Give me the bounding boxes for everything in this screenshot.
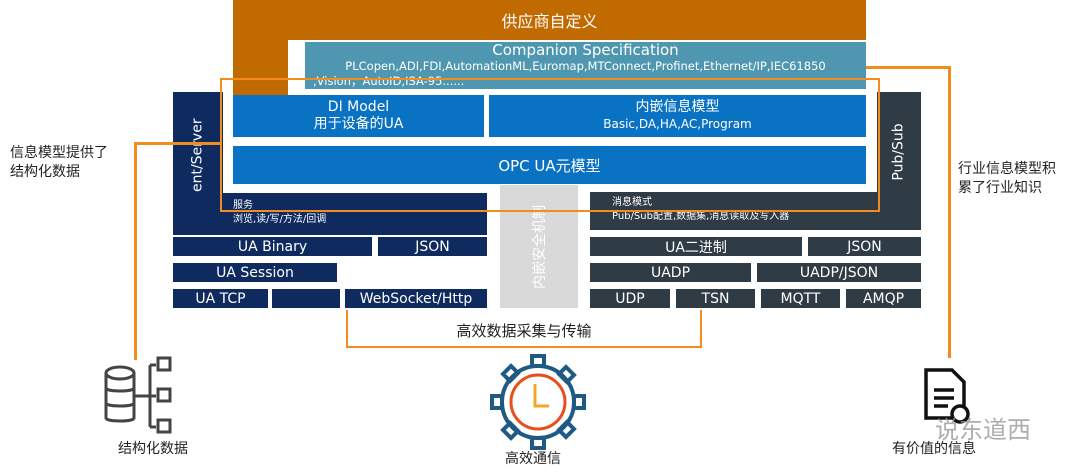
services-desc: 浏览,读/写/方法/回调 <box>233 214 327 225</box>
left-note: 信息模型提供了 结构化数据 <box>10 144 108 182</box>
builtin-info-model: 内嵌信息模型 Basic,DA,HA,AC,Program <box>489 95 866 137</box>
json-left: JSON <box>378 237 487 256</box>
pub-sub-label: Pub/Sub <box>891 123 908 181</box>
efficient-comm-label: 高效通信 <box>505 451 561 467</box>
udp: UDP <box>590 289 670 308</box>
blank-transport <box>272 289 340 308</box>
right-note-line2: 累了行业知识 <box>958 180 1042 196</box>
database-tree-icon <box>104 356 172 434</box>
di-model-subtitle: 用于设备的UA <box>313 116 404 132</box>
left-note-line2: 结构化数据 <box>10 164 80 180</box>
left-connector-v <box>134 142 137 360</box>
ua-tcp: UA TCP <box>173 289 268 308</box>
right-connector-v <box>948 66 951 358</box>
transport-bracket <box>346 310 702 348</box>
companion-specification: Companion Specification PLCopen,ADI,FDI,… <box>305 42 866 89</box>
tsn: TSN <box>676 289 755 308</box>
companion-line1: PLCopen,ADI,FDI,AutomationML,Euromap,MTC… <box>345 59 826 73</box>
builtin-model-subtitle: Basic,DA,HA,AC,Program <box>603 117 752 131</box>
document-check-icon <box>924 368 970 424</box>
left-connector-h <box>134 142 222 145</box>
gear-clock-icon <box>490 354 586 450</box>
services-box: 服务 浏览,读/写/方法/回调 <box>173 193 487 235</box>
websocket-http: WebSocket/Http <box>345 289 487 308</box>
builtin-model-title: 内嵌信息模型 <box>635 99 720 115</box>
right-note-line1: 行业信息模型积 <box>958 161 1056 177</box>
bracket-label: 高效数据采集与传输 <box>456 322 592 340</box>
mqtt: MQTT <box>761 289 840 308</box>
di-model: DI Model 用于设备的UA <box>233 95 484 137</box>
json-right: JSON <box>808 237 921 256</box>
companion-line2: ,Vision，AutoID,ISA-95...... <box>313 74 465 88</box>
services-title: 服务 <box>233 200 253 211</box>
right-connector-h <box>866 66 950 69</box>
vendor-header: 供应商自定义 <box>233 0 866 40</box>
messaging-title: 消息模式 <box>612 197 652 208</box>
amqp: AMQP <box>846 289 921 308</box>
left-note-line1: 信息模型提供了 <box>10 145 108 161</box>
uadp-json: UADP/JSON <box>757 263 921 282</box>
opc-ua-meta-model: OPC UA元模型 <box>233 146 866 184</box>
right-note: 行业信息模型积 累了行业知识 <box>958 160 1056 198</box>
uadp: UADP <box>590 263 751 282</box>
structured-data-label: 结构化数据 <box>118 441 188 457</box>
messaging-desc: Pub/Sub配置,数据集,消息读取及写入器 <box>612 211 790 222</box>
ua-binary-cn: UA二进制 <box>590 237 802 256</box>
security-label: 内嵌安全机制 <box>532 204 548 289</box>
watermark: 说东道西 <box>935 416 1031 444</box>
security-bar: 内嵌安全机制 <box>500 185 578 308</box>
companion-title: Companion Specification <box>492 42 679 59</box>
valuable-info-label: 有价值的信息 <box>892 441 976 457</box>
ua-session: UA Session <box>173 263 337 282</box>
di-model-title: DI Model <box>327 99 390 115</box>
ua-binary: UA Binary <box>173 237 372 256</box>
info-model-outline <box>220 78 880 212</box>
